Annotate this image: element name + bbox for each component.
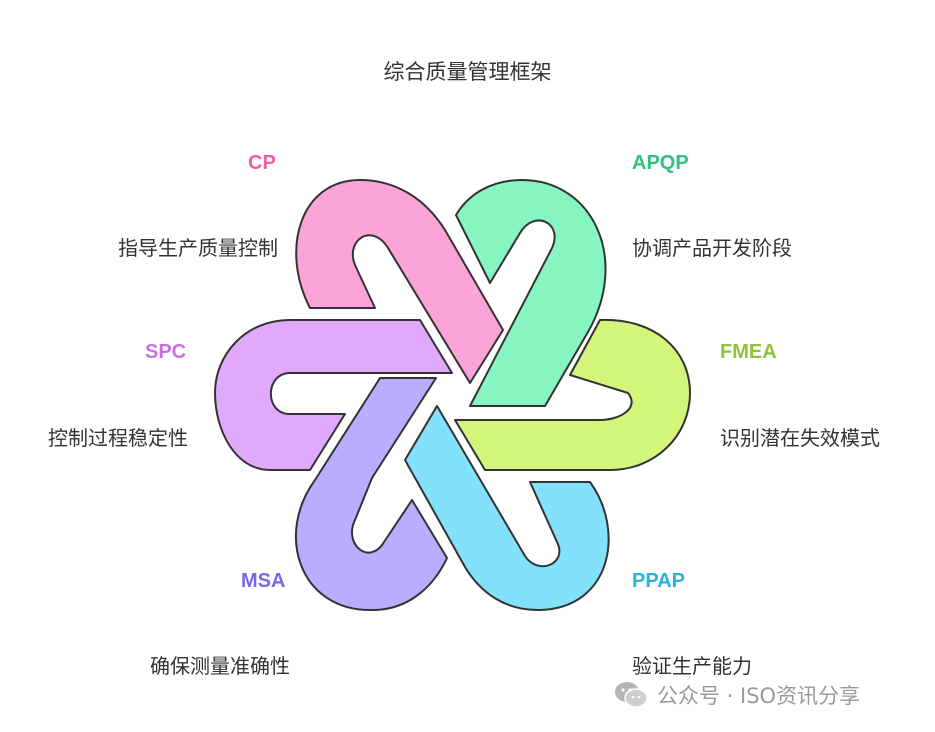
cp-title: CP bbox=[248, 152, 276, 174]
loop-fmea bbox=[454, 318, 691, 471]
watermark: 公众号 · ISO资讯分享 bbox=[613, 680, 860, 710]
diagram-title: 综合质量管理框架 bbox=[383, 60, 552, 84]
spc-title: SPC bbox=[145, 341, 187, 363]
loop-apqp bbox=[455, 179, 607, 407]
ppap-title: PPAP bbox=[632, 570, 685, 592]
wechat-icon bbox=[615, 682, 648, 708]
apqp-description: 协调产品开发阶段 bbox=[632, 236, 792, 260]
loop-cp bbox=[295, 179, 504, 384]
loop-spc bbox=[214, 319, 453, 471]
watermark-text: 公众号 · ISO资讯分享 bbox=[657, 684, 861, 708]
fmea-description: 识别潜在失效模式 bbox=[720, 426, 880, 450]
msa-description: 确保测量准确性 bbox=[150, 654, 290, 678]
msa-title: MSA bbox=[241, 570, 286, 592]
fmea-title: FMEA bbox=[720, 341, 777, 363]
spc-description: 控制过程稳定性 bbox=[48, 426, 188, 450]
loop-msa bbox=[294, 377, 448, 612]
ppap-description: 验证生产能力 bbox=[632, 654, 752, 678]
apqp-title: APQP bbox=[632, 152, 689, 174]
loop-ppap bbox=[404, 405, 610, 612]
cp-description: 指导生产质量控制 bbox=[118, 236, 278, 260]
